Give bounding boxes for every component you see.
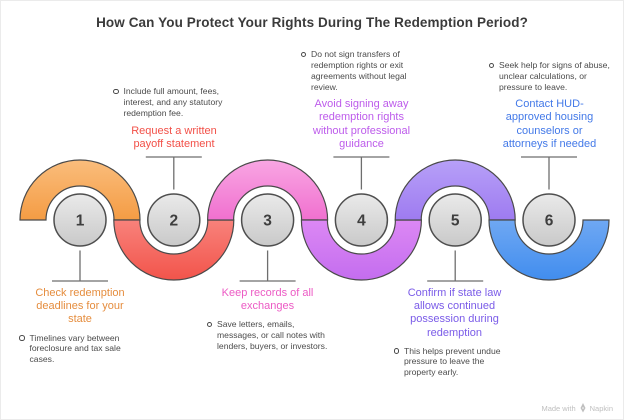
- ribbon-arc-4: [300, 219, 423, 281]
- step-5-bullet-text: This helps prevent undue pressure to lea…: [404, 345, 501, 378]
- step-5-text-block: Confirm if state law allows continued po…: [386, 287, 523, 378]
- pen-nib-icon: [580, 403, 586, 413]
- ribbon-arc-6: [488, 219, 610, 281]
- step-circle-1: 1: [49, 189, 111, 251]
- bullet-ring-icon: [393, 348, 399, 354]
- bullet-ring-icon: [488, 62, 494, 69]
- step-number-2: 2: [169, 213, 178, 230]
- step-1-text-block: Check redemption deadlines for your stat…: [12, 287, 148, 365]
- made-with-napkin-branding: Made with Napkin: [541, 403, 613, 413]
- step-2-text-block: Include full amount, fees, interest, and…: [106, 86, 242, 151]
- step-2-bullet: Include full amount, fees, interest, and…: [113, 86, 235, 118]
- ribbon-arc-1: [19, 159, 141, 221]
- step-1-bullet-text: Timelines vary between foreclosure and t…: [29, 332, 121, 365]
- step-6-text-block: Seek help for signs of abuse, unclear ca…: [481, 60, 618, 151]
- step-2-bullet-text: Include full amount, fees, interest, and…: [123, 86, 223, 118]
- step-6-heading: Contact HUD-approved housing counselors …: [502, 98, 597, 150]
- step-4-bullet-text: Do not sign transfers of redemption righ…: [311, 49, 407, 92]
- step-number-6: 6: [545, 213, 554, 230]
- ribbon-arc-3: [206, 159, 329, 221]
- step-5-bullet: This helps prevent undue pressure to lea…: [393, 345, 516, 378]
- step-number-3: 3: [263, 213, 272, 230]
- bullet-ring-icon: [300, 51, 306, 58]
- step-circle-3: 3: [237, 189, 299, 251]
- step-4-bullet: Do not sign transfers of redemption righ…: [300, 49, 423, 92]
- page-title: How Can You Protect Your Rights During T…: [96, 15, 528, 30]
- bullet-ring-icon: [206, 321, 212, 328]
- step-5-heading: Confirm if state law allows continued po…: [407, 287, 502, 339]
- ribbon-arc-5: [394, 159, 516, 221]
- step-4-text-block: Do not sign transfers of redemption righ…: [293, 49, 430, 151]
- step-1-heading: Check redemption deadlines for your stat…: [35, 287, 125, 326]
- step-4-heading: Avoid signing away redemption rights wit…: [312, 98, 411, 150]
- step-3-text-block: Keep records of all exchanges Save lette…: [199, 287, 336, 352]
- step-circle-5: 5: [424, 189, 486, 251]
- bullet-ring-icon: [19, 335, 25, 341]
- step-3-bullet-text: Save letters, emails, messages, or call …: [217, 319, 328, 351]
- step-6-bullet-text: Seek help for signs of abuse, unclear ca…: [499, 60, 610, 92]
- step-circle-2: 2: [143, 189, 205, 251]
- brand-label: Napkin: [589, 403, 613, 413]
- step-number-5: 5: [451, 213, 460, 230]
- ribbon-arc-2: [113, 219, 235, 281]
- made-with-label: Made with: [541, 403, 576, 413]
- step-6-bullet: Seek help for signs of abuse, unclear ca…: [488, 60, 611, 92]
- step-number-4: 4: [357, 213, 366, 230]
- step-3-heading: Keep records of all exchanges: [221, 287, 314, 313]
- step-circle-6: 6: [518, 189, 580, 251]
- step-number-1: 1: [76, 213, 85, 230]
- step-circle-4: 4: [330, 189, 392, 251]
- bullet-ring-icon: [113, 88, 119, 95]
- step-2-heading: Request a written payoff statement: [131, 124, 217, 150]
- step-3-bullet: Save letters, emails, messages, or call …: [206, 319, 329, 351]
- step-1-bullet: Timelines vary between foreclosure and t…: [19, 333, 141, 365]
